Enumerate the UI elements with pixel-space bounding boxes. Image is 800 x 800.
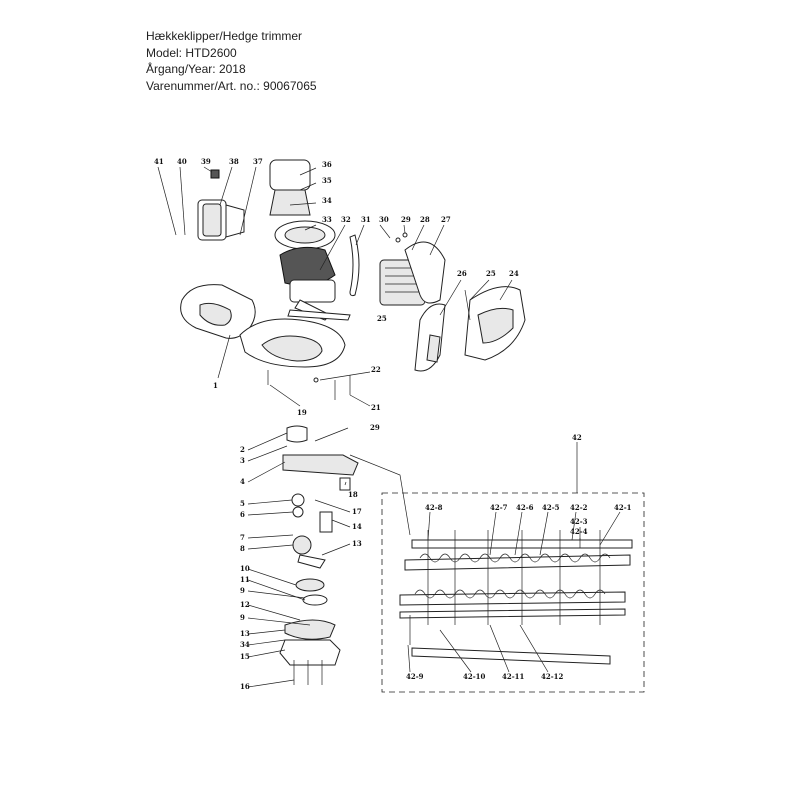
callout-42-2: 42-2 xyxy=(570,503,588,512)
air-filter-housing xyxy=(197,169,245,241)
callout-12: 12 xyxy=(240,600,250,609)
callout-37: 37 xyxy=(253,157,263,166)
callout-15: 15 xyxy=(240,652,250,661)
blade-leader-lines xyxy=(407,442,621,673)
callout-24: 24 xyxy=(509,269,519,278)
callout-13: 13 xyxy=(352,539,362,548)
callout-4: 4 xyxy=(240,477,245,486)
callout-31: 31 xyxy=(361,215,371,224)
callout-7: 7 xyxy=(240,533,245,542)
callout-26: 26 xyxy=(457,269,467,278)
callout-16: 16 xyxy=(240,682,250,691)
callout-2: 2 xyxy=(240,445,245,454)
product-title: Hækkeklipper/Hedge trimmer xyxy=(146,29,303,43)
callout-42-1: 42-1 xyxy=(614,503,632,512)
callout-42-9: 42-9 xyxy=(406,672,424,681)
callout-labels: 41 40 39 38 37 36 35 34 33 32 31 30 29 2… xyxy=(154,157,632,691)
callout-42: 42 xyxy=(572,433,582,442)
upper-leader-lines xyxy=(157,166,513,407)
blade-assembly-box xyxy=(381,492,645,693)
callout-42-12: 42-12 xyxy=(541,672,564,681)
callout-17: 17 xyxy=(352,507,362,516)
callout-5: 5 xyxy=(240,499,245,508)
callout-41: 41 xyxy=(154,157,164,166)
article-number-line: Varenummer/Art. no.: 90067065 xyxy=(146,78,317,93)
screws-upper xyxy=(267,370,351,400)
callout-33: 33 xyxy=(322,215,332,224)
year-line: Årgang/Year: 2018 xyxy=(146,62,246,76)
callout-34-lower: 34 xyxy=(240,640,250,649)
callout-22: 22 xyxy=(371,365,381,374)
callout-42-5: 42-5 xyxy=(542,503,560,512)
callout-28: 28 xyxy=(420,215,430,224)
lower-leader-lines xyxy=(247,427,411,688)
callout-9: 9 xyxy=(240,586,245,595)
model-line: Model: HTD2600 xyxy=(146,45,237,60)
callout-42-6: 42-6 xyxy=(516,503,534,512)
callout-36: 36 xyxy=(322,160,332,169)
callout-29-gear: 29 xyxy=(370,423,380,432)
callout-25-lower: 25 xyxy=(377,314,387,323)
engine-assembly xyxy=(269,159,351,321)
rear-handle xyxy=(180,284,346,368)
callout-13-lower: 13 xyxy=(240,629,250,638)
callout-42-10: 42-10 xyxy=(463,672,486,681)
gasket xyxy=(349,234,360,297)
callout-25: 25 xyxy=(486,269,496,278)
callout-19: 19 xyxy=(297,408,307,417)
callout-42-7: 42-7 xyxy=(490,503,508,512)
callout-18: 18 xyxy=(348,490,358,499)
muffler-cover xyxy=(414,286,526,372)
callout-6: 6 xyxy=(240,510,245,519)
callout-1: 1 xyxy=(213,381,218,390)
callout-14: 14 xyxy=(352,522,362,531)
callout-42-11: 42-11 xyxy=(502,672,525,681)
callout-30: 30 xyxy=(379,215,389,224)
callout-42-4: 42-4 xyxy=(570,527,588,536)
callout-27: 27 xyxy=(441,215,451,224)
callout-40: 40 xyxy=(177,157,187,166)
callout-32: 32 xyxy=(341,215,351,224)
callout-8: 8 xyxy=(240,544,245,553)
callout-34: 34 xyxy=(322,196,332,205)
callout-10: 10 xyxy=(240,564,250,573)
callout-39: 39 xyxy=(201,157,211,166)
callout-42-8: 42-8 xyxy=(425,503,443,512)
callout-3: 3 xyxy=(240,456,245,465)
gear-assembly xyxy=(279,425,359,685)
callout-21: 21 xyxy=(371,403,381,412)
callout-9-lower: 9 xyxy=(240,613,245,622)
document-header: Hækkeklipper/Hedge trimmer Model: HTD260… xyxy=(146,28,317,94)
callout-29: 29 xyxy=(401,215,411,224)
cylinder-assembly xyxy=(379,232,446,306)
callout-42-3: 42-3 xyxy=(570,517,588,526)
callout-35: 35 xyxy=(322,176,332,185)
callout-38: 38 xyxy=(229,157,239,166)
callout-11: 11 xyxy=(240,575,250,584)
